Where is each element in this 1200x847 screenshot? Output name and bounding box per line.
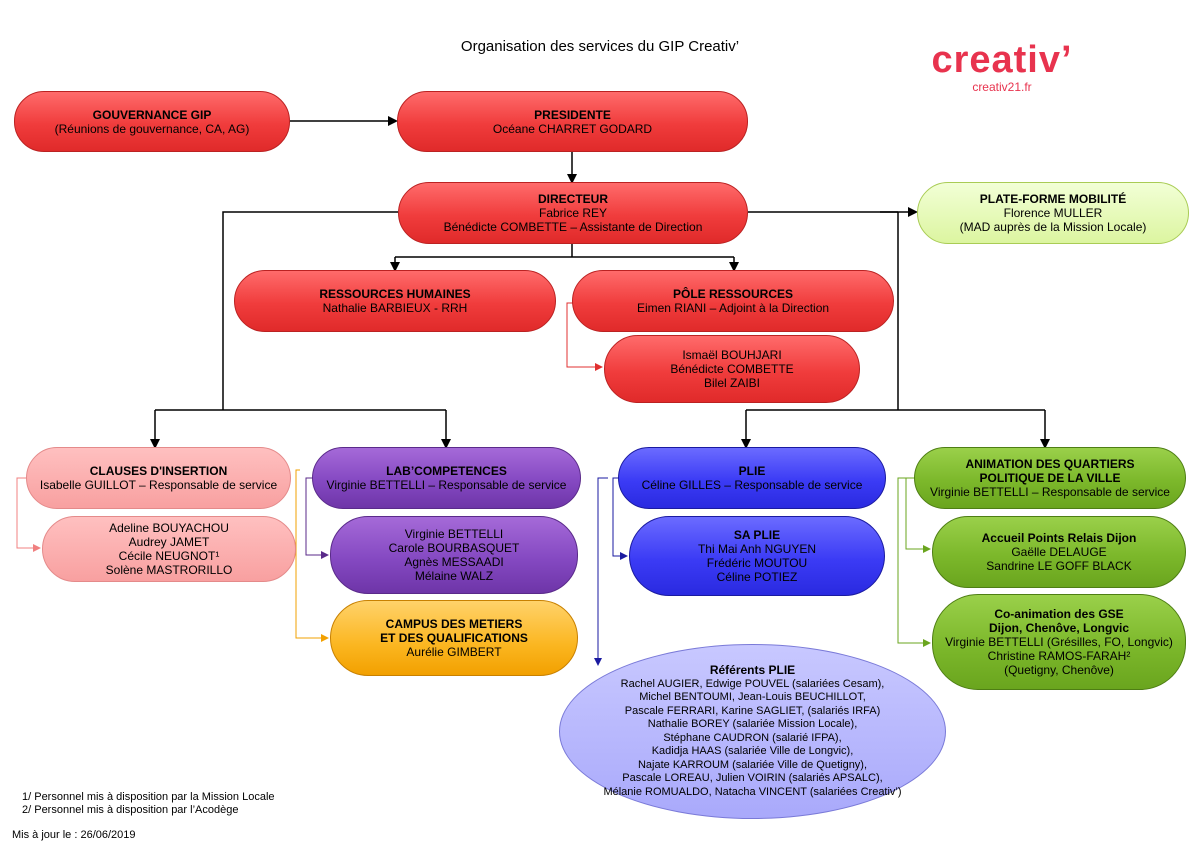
node-line: Bilel ZAIBI [703, 376, 760, 390]
node-line: Nathalie BARBIEUX - RRH [322, 301, 468, 315]
node-title-line2: ET DES QUALIFICATIONS [380, 631, 528, 645]
node-title: PLIE [738, 464, 766, 478]
node-title: PRESIDENTE [534, 107, 611, 122]
node-line: Virginie BETTELLI – Responsable de servi… [326, 478, 567, 492]
update-date: Mis à jour le : 26/06/2019 [12, 829, 136, 841]
node-line: Mélanie ROMUALDO, Natacha VINCENT (salar… [603, 785, 902, 798]
node-line: Agnès MESSAADI [404, 555, 504, 569]
node-line: Kadidja HAAS (salariée Ville de Longvic)… [651, 745, 854, 757]
node-line: Bénédicte COMBETTE [670, 362, 794, 376]
logo-wordmark: creativ’ [931, 39, 1073, 81]
node-lab-competences: LAB’COMPETENCES Virginie BETTELLI – Resp… [312, 447, 581, 509]
node-line: Najate KARROUM (salariée Ville de Quetig… [637, 758, 868, 771]
node-pole-staff: Ismaël BOUHJARI Bénédicte COMBETTE Bilel… [604, 335, 860, 403]
node-line: Océane CHARRET GODARD [492, 121, 653, 136]
node-title: Co-animation des GSE [994, 607, 1124, 621]
node-line: Virginie BETTELLI – Responsable de servi… [930, 485, 1170, 499]
node-line: Gaëlle DELAUGE [1011, 545, 1107, 559]
node-line: Eimen RIANI – Adjoint à la Direction [636, 301, 830, 315]
node-plie: PLIE Céline GILLES – Responsable de serv… [618, 447, 886, 509]
node-line: Audrey JAMET [128, 535, 210, 549]
node-title-line2: POLITIQUE DE LA VILLE [979, 471, 1121, 485]
node-directeur: DIRECTEUR Fabrice REY Bénédicte COMBETTE… [398, 182, 748, 244]
node-title: GOUVERNANCE GIP [92, 107, 212, 122]
node-clauses-staff: Adeline BOUYACHOU Audrey JAMET Cécile NE… [42, 516, 296, 582]
node-line: (MAD auprès de la Mission Locale) [959, 220, 1147, 234]
node-line: Frédéric MOUTOU [706, 556, 808, 570]
node-accueil-points-relais: Accueil Points Relais Dijon Gaëlle DELAU… [932, 516, 1186, 588]
node-line: Aurélie GIMBERT [406, 645, 502, 659]
node-line: Rachel AUGIER, Edwige POUVEL (salariées … [620, 677, 885, 690]
node-plateforme-mobilite: PLATE-FORME MOBILITÉ Florence MULLER (MA… [917, 182, 1189, 244]
node-line: Nathalie BOREY (salariée Mission Locale)… [647, 718, 858, 730]
node-line: Michel BENTOUMI, Jean-Louis BEUCHILLOT, [639, 691, 866, 703]
node-line: Pascale LOREAU, Julien VOIRIN (salariés … [622, 772, 883, 784]
node-referents-plie: Référents PLIE Rachel AUGIER, Edwige POU… [559, 644, 946, 819]
node-title: Référents PLIE [709, 663, 796, 677]
node-title: CLAUSES D'INSERTION [89, 464, 228, 478]
node-line: Virginie BETTELLI [404, 527, 504, 541]
node-ressources-humaines: RESSOURCES HUMAINES Nathalie BARBIEUX - … [234, 270, 556, 332]
node-pole-ressources: PÔLE RESSOURCES Eimen RIANI – Adjoint à … [572, 270, 894, 332]
node-line: Ismaël BOUHJARI [682, 348, 782, 362]
node-title: CAMPUS DES METIERS [385, 617, 523, 631]
node-line: Céline GILLES – Responsable de service [641, 478, 863, 492]
node-campus-metiers: CAMPUS DES METIERS ET DES QUALIFICATIONS… [330, 600, 578, 676]
node-sa-plie: SA PLIE Thi Mai Anh NGUYEN Frédéric MOUT… [629, 516, 885, 596]
node-line: Thi Mai Anh NGUYEN [697, 542, 817, 556]
node-line: Florence MULLER [1003, 206, 1103, 220]
node-line: (Réunions de gouvernance, CA, AG) [54, 121, 250, 136]
node-line: Pascale FERRARI, Karine SAGLIET, (salari… [624, 704, 881, 717]
page-title: Organisation des services du GIP Creativ… [460, 38, 740, 55]
node-coanimation-gse: Co-animation des GSE Dijon, Chenôve, Lon… [932, 594, 1186, 690]
node-line: Christine RAMOS-FARAH² [987, 649, 1131, 663]
node-line: Fabrice REY [538, 206, 608, 220]
node-line: Adeline BOUYACHOU [109, 521, 229, 535]
node-presidente: PRESIDENTE Océane CHARRET GODARD [397, 91, 748, 152]
node-line: Virginie BETTELLI (Grésilles, FO, Longvi… [945, 635, 1173, 649]
node-line: Bénédicte COMBETTE – Assistante de Direc… [443, 220, 703, 234]
footnote-2: 2/ Personnel mis à disposition par l’Aco… [22, 804, 239, 816]
node-title: PÔLE RESSOURCES [672, 287, 794, 301]
node-gouvernance: GOUVERNANCE GIP (Réunions de gouvernance… [14, 91, 290, 152]
node-line: Cécile NEUGNOT¹ [118, 549, 220, 563]
node-title: LAB’COMPETENCES [386, 464, 507, 478]
node-title: DIRECTEUR [537, 192, 608, 206]
node-line: Sandrine LE GOFF BLACK [986, 559, 1132, 573]
node-title: RESSOURCES HUMAINES [319, 287, 471, 301]
node-line: Stéphane CAUDRON (salarié IFPA), [663, 731, 842, 744]
node-line: Carole BOURBASQUET [388, 541, 520, 555]
node-title: ANIMATION DES QUARTIERS [965, 457, 1135, 471]
node-title: Accueil Points Relais Dijon [981, 531, 1137, 545]
node-line: Isabelle GUILLOT – Responsable de servic… [39, 478, 278, 492]
node-animation-quartiers: ANIMATION DES QUARTIERS POLITIQUE DE LA … [914, 447, 1186, 509]
node-clauses-insertion: CLAUSES D'INSERTION Isabelle GUILLOT – R… [26, 447, 291, 509]
node-line: Céline POTIEZ [716, 570, 798, 584]
node-title: SA PLIE [733, 528, 781, 542]
logo-url: creativ21.fr [972, 80, 1032, 94]
node-title: PLATE-FORME MOBILITÉ [979, 192, 1127, 206]
node-lab-staff: Virginie BETTELLI Carole BOURBASQUET Agn… [330, 516, 578, 594]
footnote-1: 1/ Personnel mis à disposition par la Mi… [22, 791, 275, 803]
creativ-logo: creativ’ creativ21.fr [922, 38, 1082, 94]
node-line: (Quetigny, Chenôve) [1004, 663, 1114, 677]
node-title-line2: Dijon, Chenôve, Longvic [988, 621, 1129, 635]
node-line: Solène MASTRORILLO [105, 563, 233, 577]
node-line: Mélaine WALZ [414, 569, 494, 583]
